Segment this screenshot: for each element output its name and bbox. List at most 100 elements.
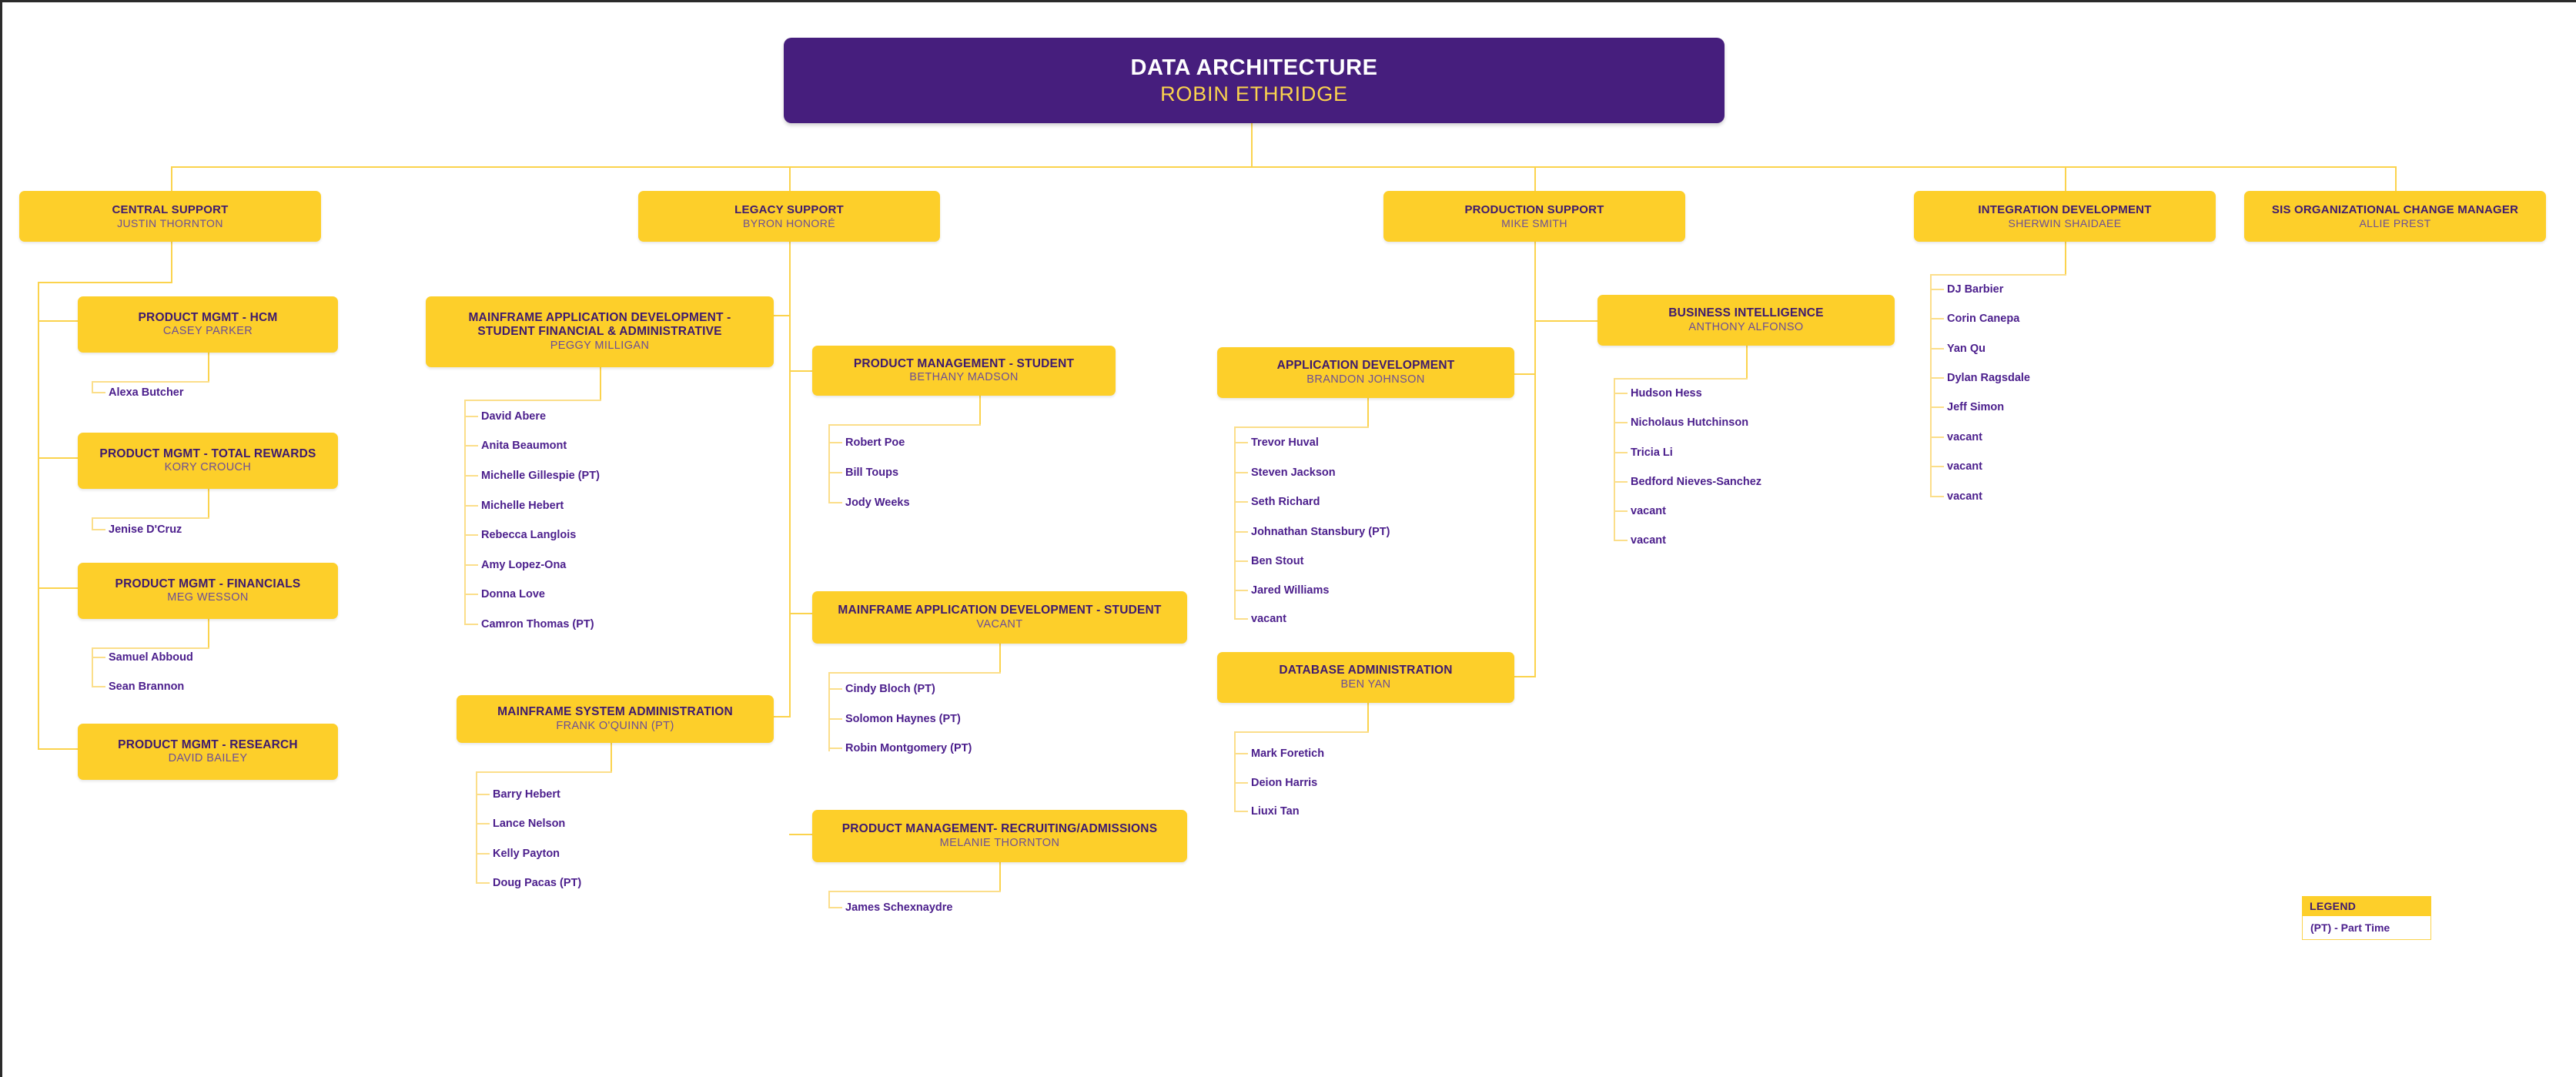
connector-appdev-leaf-3 <box>1234 501 1248 503</box>
node-person: SHERWIN SHAIDAEE <box>2008 216 2122 229</box>
connector-sysadmin-spine <box>476 771 477 884</box>
connector-appdev-leaf-2 <box>1234 472 1248 473</box>
root-node-data-architecture[interactable]: DATA ARCHITECTURE ROBIN ETHRIDGE <box>784 38 1725 123</box>
connector-appdev-leaf-5 <box>1234 560 1248 562</box>
connector-appdev-leaf-1 <box>1234 442 1248 443</box>
node-title: APPLICATION DEVELOPMENT <box>1276 359 1455 372</box>
node-legacy-support[interactable]: LEGACY SUPPORT BYRON HONORÉ <box>638 191 940 242</box>
node-title: LEGACY SUPPORT <box>734 202 844 216</box>
connector-appdev-leaf-7 <box>1234 618 1248 620</box>
connector-integration-stem <box>2065 242 2066 274</box>
list-item: Jody Weeks <box>845 497 910 509</box>
root-person: ROBIN ETHRIDGE <box>1160 82 1348 105</box>
node-title: BUSINESS INTELLIGENCE <box>1668 306 1824 319</box>
list-item: Jeff Simon <box>1947 401 2005 413</box>
connector-sysadmin-leaf-2 <box>476 823 490 824</box>
legend: LEGEND (PT) - Part Time <box>2302 896 2431 940</box>
connector-financials-spine <box>92 647 93 686</box>
connector-production-spine <box>1534 242 1536 676</box>
node-production-support[interactable]: PRODUCTION SUPPORT MIKE SMITH <box>1383 191 1685 242</box>
root-title: DATA ARCHITECTURE <box>1130 55 1378 80</box>
list-item: DJ Barbier <box>1947 283 2004 296</box>
list-item: Bill Toups <box>845 467 899 479</box>
node-product-mgmt-financials[interactable]: PRODUCT MGMT - FINANCIALS MEG WESSON <box>78 563 338 619</box>
connector-sfa-leaf-3 <box>464 475 478 477</box>
connector-appdev-spine <box>1234 426 1236 618</box>
list-item: vacant <box>1251 613 1286 625</box>
node-central-support[interactable]: CENTRAL SUPPORT JUSTIN THORNTON <box>19 191 321 242</box>
connector-legacy-spine <box>789 315 791 716</box>
connector-sfa-jog <box>464 400 601 401</box>
node-person: VACANT <box>976 617 1023 630</box>
connector-bi-leaf-1 <box>1614 393 1628 394</box>
node-mainframe-app-dev-student[interactable]: MAINFRAME APPLICATION DEVELOPMENT - STUD… <box>812 591 1187 644</box>
node-title: PRODUCT MGMT - RESEARCH <box>118 738 298 751</box>
connector-pmstudent-spine <box>828 424 830 503</box>
node-person: BEN YAN <box>1340 677 1391 691</box>
list-item: Solomon Haynes (PT) <box>845 713 961 725</box>
node-person: ALLIE PREST <box>2359 216 2431 229</box>
connector-financials-leaf-2 <box>92 686 105 687</box>
legend-header: LEGEND <box>2302 896 2431 916</box>
node-title: PRODUCT MANAGEMENT - STUDENT <box>853 356 1075 370</box>
connector-root-stem <box>1251 123 1253 166</box>
node-title: MAINFRAME APPLICATION DEVELOPMENT - STUD… <box>838 604 1162 617</box>
connector-dbadmin-stem <box>1367 703 1369 731</box>
connector-sysadmin-leaf-1 <box>476 794 490 795</box>
connector-financials-jog <box>92 647 209 649</box>
list-item: Bedford Nieves-Sanchez <box>1631 476 1762 488</box>
connector-integration-leaf-1 <box>1930 289 1944 290</box>
connector-bi-leaf-5 <box>1614 510 1628 512</box>
node-business-intelligence[interactable]: BUSINESS INTELLIGENCE ANTHONY ALFONSO <box>1597 295 1895 346</box>
connector-hcm-leaf-1 <box>92 392 105 393</box>
connector-production-to-dbadmin <box>1514 676 1536 677</box>
node-title: INTEGRATION DEVELOPMENT <box>1978 202 2152 216</box>
list-item: Cindy Bloch (PT) <box>845 683 935 695</box>
connector-rewards-spine <box>92 517 93 530</box>
list-item: vacant <box>1947 490 1982 503</box>
connector-sysadmin-leaf-3 <box>476 853 490 855</box>
list-item: Michelle Gillespie (PT) <box>481 470 600 482</box>
connector-recruiting-stem <box>999 862 1001 891</box>
connector-hcm-stem <box>208 353 209 381</box>
connector-integration-leaf-8 <box>1930 496 1944 497</box>
connector-sfa-leaf-6 <box>464 564 478 566</box>
node-title: DATABASE ADMINISTRATION <box>1279 664 1453 677</box>
list-item: Donna Love <box>481 588 545 600</box>
list-item: Kelly Payton <box>493 848 560 860</box>
list-item: Alexa Butcher <box>109 386 184 399</box>
list-item: Nicholaus Hutchinson <box>1631 416 1749 429</box>
list-item: Liuxi Tan <box>1251 805 1300 818</box>
list-item: Yan Qu <box>1947 343 1986 355</box>
connector-financials-stem <box>208 619 209 647</box>
list-item: vacant <box>1947 460 1982 473</box>
node-mainframe-system-administration[interactable]: MAINFRAME SYSTEM ADMINISTRATION FRANK O'… <box>457 695 774 743</box>
node-title-line1: MAINFRAME APPLICATION DEVELOPMENT - <box>468 310 731 324</box>
connector-legacy-to-sfa <box>772 315 791 316</box>
list-item: vacant <box>1631 534 1666 547</box>
connector-appdev-stem <box>1367 398 1369 426</box>
node-person: CASEY PARKER <box>162 325 253 338</box>
connector-hcm-spine <box>92 381 93 393</box>
connector-dept-drop-3 <box>1534 166 1536 191</box>
node-product-mgmt-research[interactable]: PRODUCT MGMT - RESEARCH DAVID BAILEY <box>78 724 338 780</box>
connector-production-to-bi <box>1534 320 1604 322</box>
list-item: Johnathan Stansbury (PT) <box>1251 526 1390 538</box>
connector-sysadmin-jog <box>476 771 612 773</box>
node-product-mgmt-hcm[interactable]: PRODUCT MGMT - HCM CASEY PARKER <box>78 296 338 353</box>
list-item: Dylan Ragsdale <box>1947 372 2030 384</box>
node-database-administration[interactable]: DATABASE ADMINISTRATION BEN YAN <box>1217 652 1514 703</box>
node-mainframe-app-dev-student-financial-administrative[interactable]: MAINFRAME APPLICATION DEVELOPMENT - STUD… <box>426 296 774 367</box>
node-product-management-student[interactable]: PRODUCT MANAGEMENT - STUDENT BETHANY MAD… <box>812 346 1116 396</box>
node-product-management-recruiting-admissions[interactable]: PRODUCT MANAGEMENT- RECRUITING/ADMISSION… <box>812 810 1187 862</box>
node-person: ANTHONY ALFONSO <box>1688 320 1804 333</box>
node-product-mgmt-total-rewards[interactable]: PRODUCT MGMT - TOTAL REWARDS KORY CROUCH <box>78 433 338 489</box>
connector-central-to-hcm <box>38 320 78 322</box>
node-application-development[interactable]: APPLICATION DEVELOPMENT BRANDON JOHNSON <box>1217 347 1514 398</box>
connector-pmstudent-leaf-1 <box>828 442 842 443</box>
node-person: BETHANY MADSON <box>909 371 1019 384</box>
list-item: Deion Harris <box>1251 777 1318 789</box>
node-integration-development[interactable]: INTEGRATION DEVELOPMENT SHERWIN SHAIDAEE <box>1914 191 2216 242</box>
node-sis-organizational-change-manager[interactable]: SIS ORGANIZATIONAL CHANGE MANAGER ALLIE … <box>2244 191 2546 242</box>
